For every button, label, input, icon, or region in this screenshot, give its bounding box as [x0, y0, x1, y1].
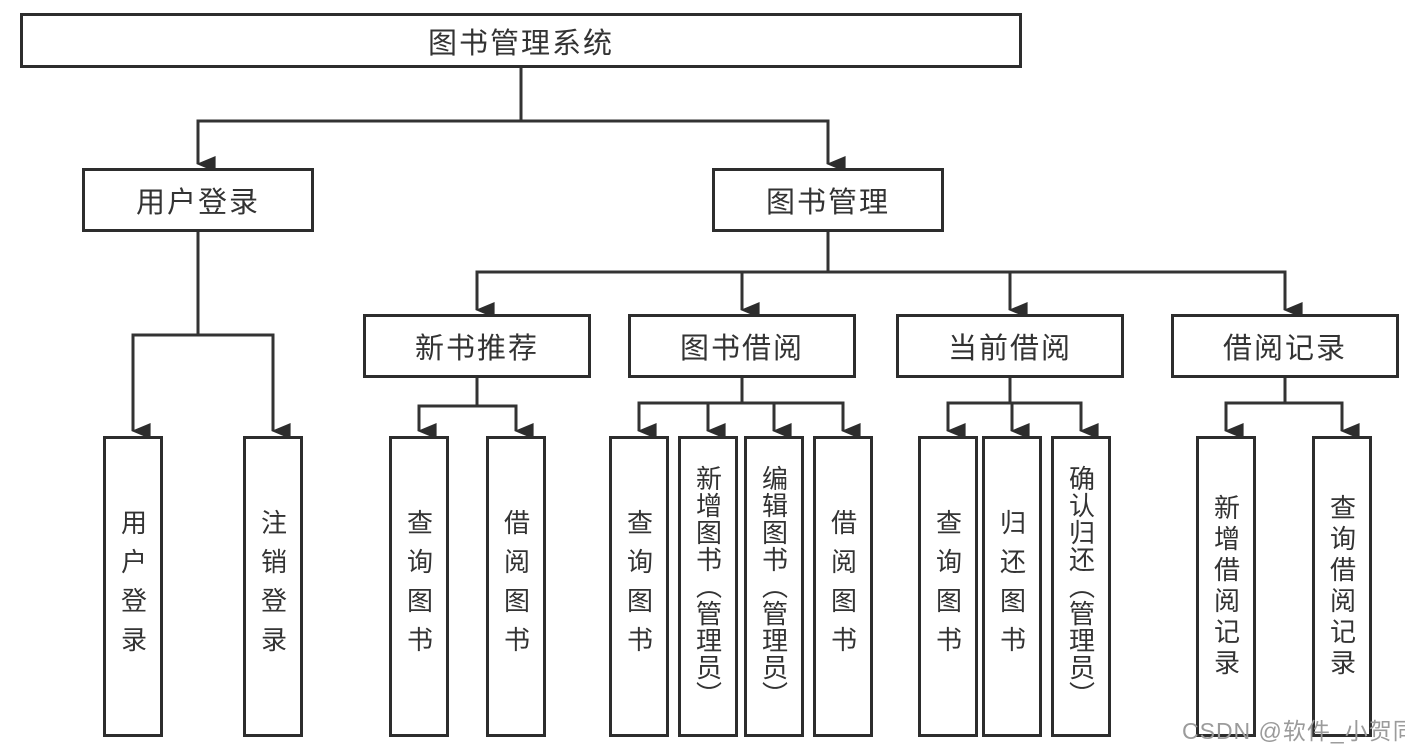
node-book-borrowing: 图书借阅 — [628, 314, 856, 378]
leaf-user-login: 用户登录 — [103, 436, 163, 737]
leaf-query-borrow-record: 查询借阅记录 — [1312, 436, 1372, 737]
node-book-management: 图书管理 — [712, 168, 944, 232]
node-new-book-recommend: 新书推荐 — [363, 314, 591, 378]
node-user-login: 用户登录 — [82, 168, 314, 232]
node-library-system: 图书管理系统 — [20, 13, 1022, 68]
leaf-query-book-recommend: 查询图书 — [389, 436, 449, 737]
leaf-borrow-book-recommend: 借阅图书 — [486, 436, 546, 737]
leaf-query-book-current: 查询图书 — [918, 436, 978, 737]
leaf-logout: 注销登录 — [243, 436, 303, 737]
leaf-borrow-book: 借阅图书 — [813, 436, 873, 737]
leaf-add-book-admin: 新增图书（管理员） — [678, 436, 738, 737]
node-current-borrowing: 当前借阅 — [896, 314, 1124, 378]
csdn-watermark: CSDN @软件_小贺同学 — [1182, 718, 1405, 744]
leaf-query-book-borrowing: 查询图书 — [609, 436, 669, 737]
leaf-confirm-return-admin: 确认归还（管理员） — [1051, 436, 1111, 737]
node-borrow-records: 借阅记录 — [1171, 314, 1399, 378]
leaf-edit-book-admin: 编辑图书（管理员） — [744, 436, 804, 737]
leaf-add-borrow-record: 新增借阅记录 — [1196, 436, 1256, 737]
leaf-return-book: 归还图书 — [982, 436, 1042, 737]
